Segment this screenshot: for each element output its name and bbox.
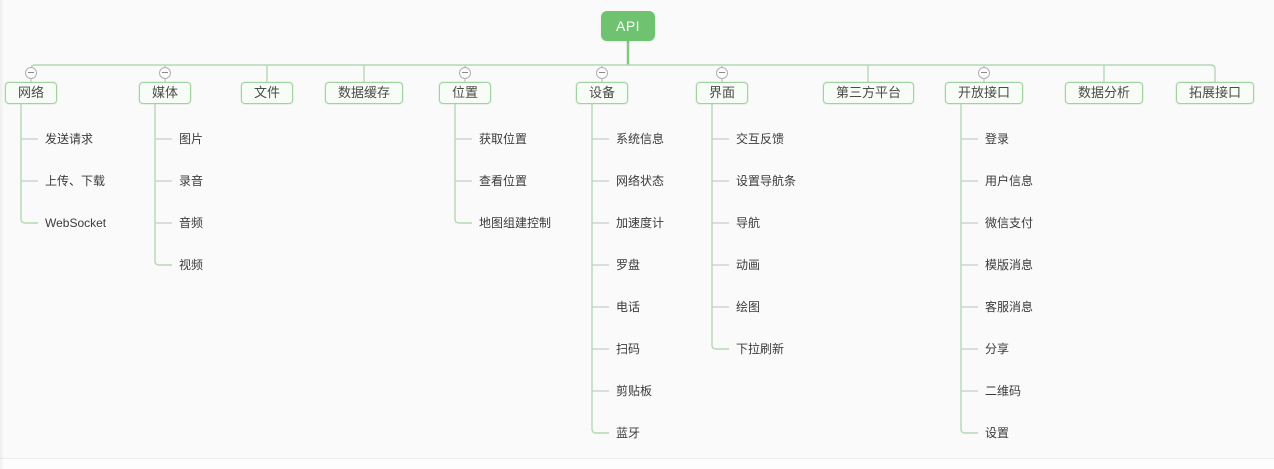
collapse-minus-icon[interactable] bbox=[25, 67, 37, 79]
branch-node-9[interactable]: 数据分析 bbox=[1065, 82, 1144, 104]
child-node[interactable]: 音频 bbox=[179, 216, 204, 230]
child-node[interactable]: 设置 bbox=[985, 426, 1010, 440]
branch-node-5[interactable]: 设备 bbox=[576, 82, 629, 104]
child-node[interactable]: 微信支付 bbox=[985, 216, 1034, 230]
branch-node-10[interactable]: 拓展接口 bbox=[1176, 82, 1255, 104]
child-node[interactable]: 二维码 bbox=[985, 384, 1022, 398]
branch-node-2[interactable]: 文件 bbox=[241, 82, 294, 104]
child-node[interactable]: 客服消息 bbox=[985, 300, 1034, 314]
child-node[interactable]: 登录 bbox=[985, 132, 1010, 146]
child-node[interactable]: 用户信息 bbox=[985, 174, 1034, 188]
collapse-minus-icon[interactable] bbox=[716, 67, 728, 79]
child-node[interactable]: 图片 bbox=[179, 132, 204, 146]
canvas-bottom-edge bbox=[0, 458, 1274, 469]
root-node-api[interactable]: API bbox=[601, 11, 656, 41]
child-node[interactable]: 罗盘 bbox=[616, 258, 641, 272]
branch-node-7[interactable]: 第三方平台 bbox=[823, 82, 915, 104]
child-node[interactable]: WebSocket bbox=[45, 216, 107, 230]
branch-node-4[interactable]: 位置 bbox=[439, 82, 492, 104]
child-node[interactable]: 加速度计 bbox=[616, 216, 665, 230]
branch-node-1[interactable]: 媒体 bbox=[139, 82, 192, 104]
child-node[interactable]: 导航 bbox=[736, 216, 761, 230]
child-node[interactable]: 获取位置 bbox=[479, 132, 528, 146]
branch-node-8[interactable]: 开放接口 bbox=[945, 82, 1024, 104]
child-node[interactable]: 查看位置 bbox=[479, 174, 528, 188]
child-node[interactable]: 设置导航条 bbox=[736, 174, 797, 188]
child-node[interactable]: 蓝牙 bbox=[616, 426, 641, 440]
child-node[interactable]: 上传、下载 bbox=[45, 174, 106, 188]
child-node[interactable]: 系统信息 bbox=[616, 132, 665, 146]
child-node[interactable]: 视频 bbox=[179, 258, 204, 272]
child-node[interactable]: 录音 bbox=[179, 174, 204, 188]
branch-node-6[interactable]: 界面 bbox=[696, 82, 749, 104]
collapse-minus-icon[interactable] bbox=[159, 67, 171, 79]
child-node[interactable]: 发送请求 bbox=[45, 132, 94, 146]
child-node[interactable]: 分享 bbox=[985, 342, 1010, 356]
child-node[interactable]: 扫码 bbox=[616, 342, 641, 356]
child-node[interactable]: 剪贴板 bbox=[616, 384, 653, 398]
child-node[interactable]: 地图组建控制 bbox=[479, 216, 552, 230]
branch-node-3[interactable]: 数据缓存 bbox=[325, 82, 404, 104]
child-node[interactable]: 绘图 bbox=[736, 300, 761, 314]
child-node[interactable]: 电话 bbox=[616, 300, 641, 314]
collapse-minus-icon[interactable] bbox=[978, 67, 990, 79]
child-node[interactable]: 动画 bbox=[736, 258, 761, 272]
child-node[interactable]: 模版消息 bbox=[985, 258, 1034, 272]
branch-node-0[interactable]: 网络 bbox=[5, 82, 58, 104]
child-node[interactable]: 下拉刷新 bbox=[736, 342, 785, 356]
child-node[interactable]: 网络状态 bbox=[616, 174, 665, 188]
collapse-minus-icon[interactable] bbox=[459, 67, 471, 79]
collapse-minus-icon[interactable] bbox=[596, 67, 608, 79]
child-node[interactable]: 交互反馈 bbox=[736, 132, 785, 146]
